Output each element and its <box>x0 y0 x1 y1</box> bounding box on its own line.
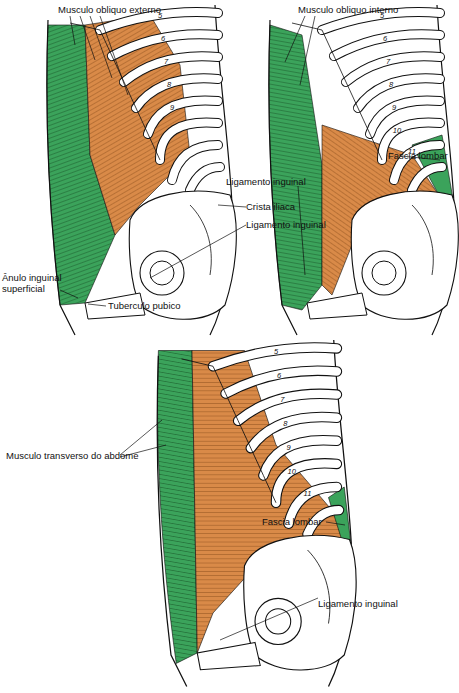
rib-number: 9 <box>170 102 174 113</box>
rib-number: 8 <box>283 417 287 428</box>
rib-number: 5 <box>274 345 278 356</box>
part-label: Ligamento inguinal <box>226 176 306 187</box>
leader-lines <box>60 16 440 640</box>
internal-oblique-panel <box>269 5 458 335</box>
part-label: Crista iliaca <box>246 201 295 212</box>
rib-number: 7 <box>386 56 390 67</box>
rib-number: 6 <box>161 33 165 44</box>
rib-number: 9 <box>392 102 396 113</box>
rib-number: 6 <box>277 369 281 380</box>
rib-number: 6 <box>383 33 387 44</box>
rib-number: 5 <box>380 10 384 21</box>
external-oblique-panel <box>47 5 236 335</box>
rib-number: 10 <box>393 125 401 136</box>
part-label: Musculo transverso do abdome <box>6 450 139 461</box>
rib-number: 8 <box>389 79 393 90</box>
part-label: Ligamento inguinal <box>318 598 398 609</box>
rib-number: 8 <box>167 79 171 90</box>
part-label: Ligamento inguinal <box>246 219 326 230</box>
rib-number: 10 <box>288 466 296 477</box>
part-label: Musculo obliquo externo <box>58 4 161 15</box>
rib-number: 9 <box>287 442 291 453</box>
rib-number: 11 <box>304 488 312 499</box>
transverse-panel <box>157 340 356 687</box>
part-label: Fascia lombar <box>262 516 322 527</box>
rib-number: 7 <box>164 56 168 67</box>
rib-number: 7 <box>280 393 284 404</box>
part-label: Ânulo inguinal superficial <box>2 272 64 294</box>
rib-number: 5 <box>158 10 162 21</box>
part-label: Fascia lombar <box>388 150 448 161</box>
part-label: Tuberculo pubico <box>108 300 181 311</box>
